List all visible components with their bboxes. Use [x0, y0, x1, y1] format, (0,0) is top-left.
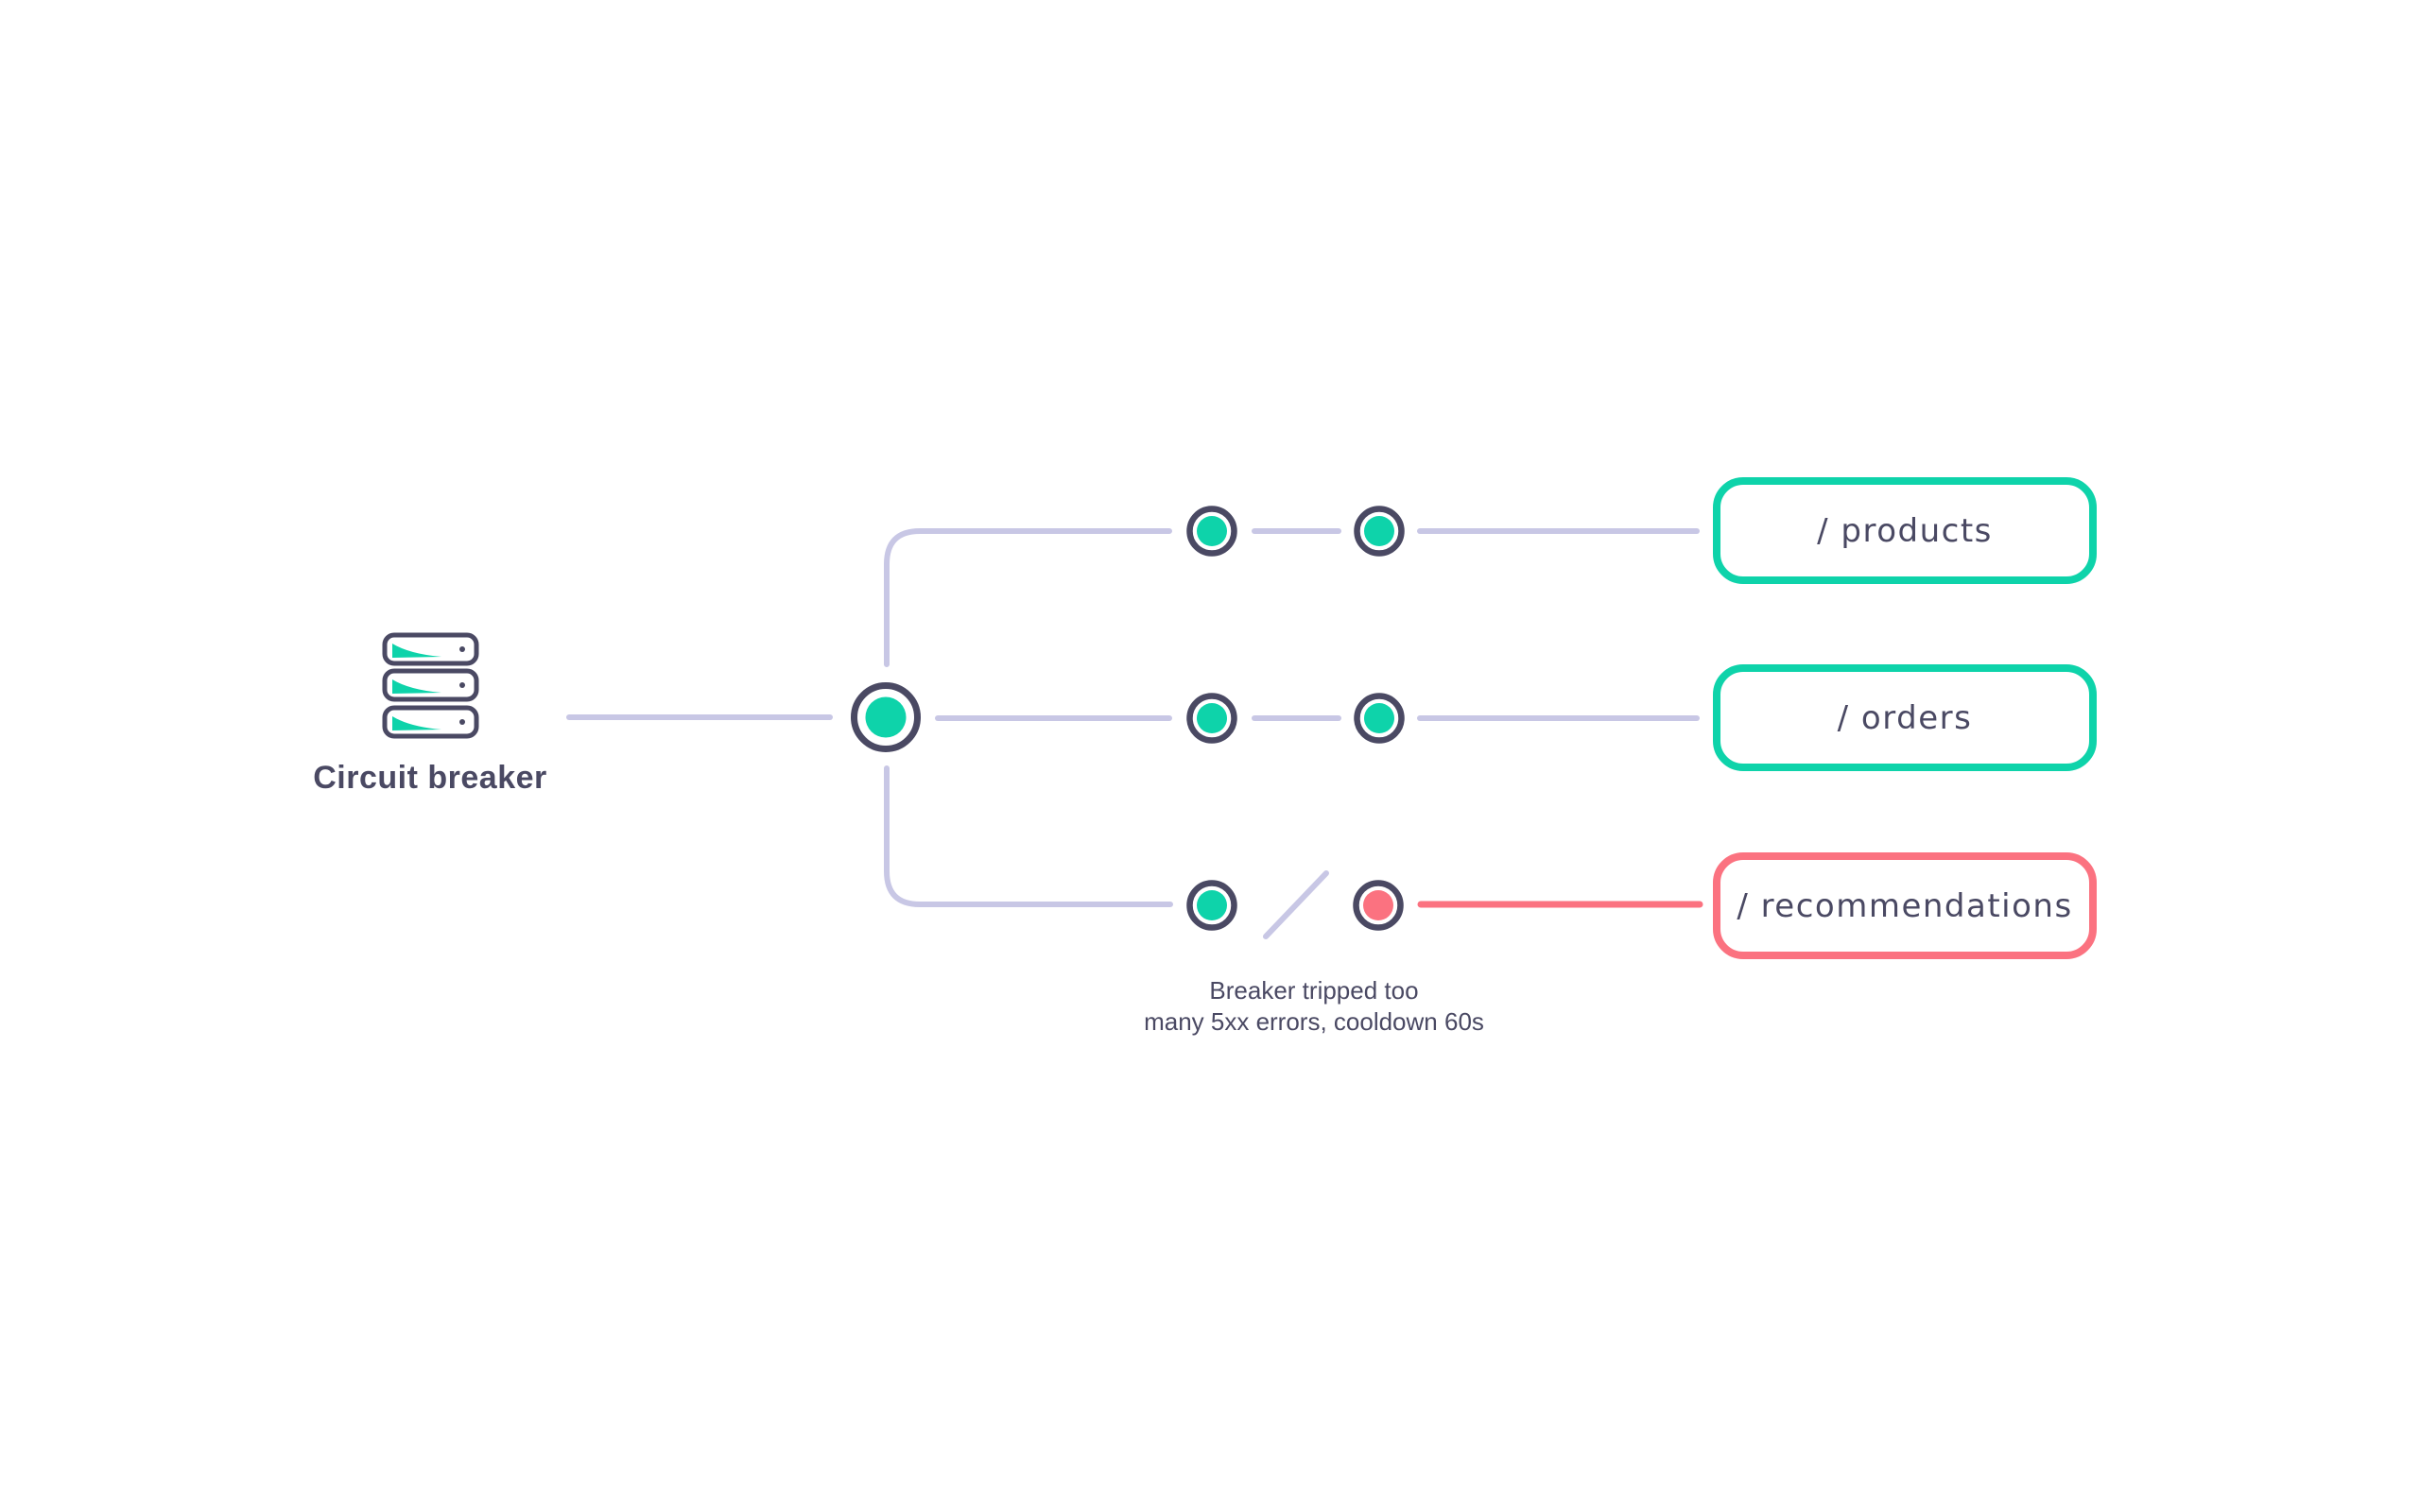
wire-branch-recommendations	[884, 765, 1173, 907]
breaker-open-slash-icon	[1263, 870, 1329, 939]
endpoint-products-label: / products	[1817, 511, 1993, 550]
server-stack-icon	[382, 632, 479, 739]
hop-node-orders-2	[1354, 693, 1405, 744]
source-label: Circuit breaker	[313, 760, 547, 796]
endpoint-recommendations: / recommendations	[1713, 852, 2097, 959]
breaker-note-line2: many 5xx errors, cooldown 60s	[1144, 1007, 1484, 1036]
endpoint-recommendations-label: / recommendations	[1737, 886, 2073, 925]
endpoint-orders-label: / orders	[1837, 698, 1973, 737]
endpoint-products: / products	[1713, 477, 2097, 584]
breaker-root-node	[851, 682, 921, 752]
hop-node-products-1	[1186, 506, 1237, 557]
endpoint-orders: / orders	[1713, 664, 2097, 771]
wire-branch-products	[884, 528, 1172, 667]
hop-node-products-2	[1354, 506, 1405, 557]
server-bar-1	[382, 632, 479, 666]
breaker-note: Breaker tripped too many 5xx errors, coo…	[1078, 975, 1550, 1038]
breaker-note-line1: Breaker tripped too	[1209, 976, 1419, 1005]
hop-node-recommendations-open	[1353, 880, 1404, 931]
hop-node-recommendations-1	[1186, 880, 1237, 931]
hop-node-orders-1	[1186, 693, 1237, 744]
server-bar-3	[382, 705, 479, 739]
server-bar-2	[382, 668, 479, 702]
